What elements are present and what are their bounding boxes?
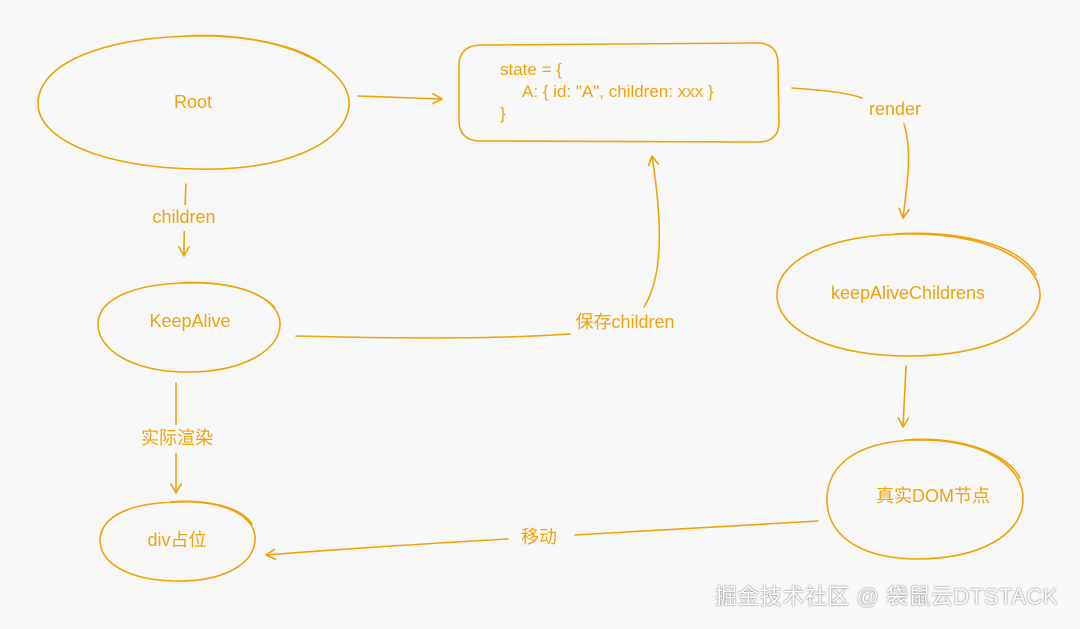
edge-keepalive-to-div: 实际渲染	[134, 382, 220, 494]
state-line-3: }	[500, 104, 506, 123]
keepalive-childrens-ellipse	[776, 232, 1041, 357]
node-real-dom: 真实DOM节点	[826, 438, 1024, 560]
state-line-1: state = {	[500, 60, 562, 79]
div-placeholder-label: div占位	[147, 530, 206, 550]
edge-keepalive-to-state: 保存children	[295, 155, 675, 339]
div-placeholder-ellipse	[99, 500, 256, 582]
state-line-2: A: { id: "A", children: xxx }	[522, 82, 714, 101]
edge-root-to-keepalive: children	[142, 183, 226, 257]
node-root: Root	[37, 34, 350, 170]
edge-render-label: render	[869, 99, 921, 119]
keepalive-ellipse	[97, 281, 281, 373]
root-label: Root	[174, 92, 212, 112]
root-ellipse	[37, 34, 350, 170]
node-div-placeholder: div占位	[99, 500, 256, 582]
edge-render-actual-label: 实际渲染	[141, 428, 213, 448]
edge-keepalive-childrens-to-real-dom	[897, 365, 910, 428]
edge-real-dom-to-div: 移动	[265, 520, 819, 561]
keepalive-label: KeepAlive	[149, 311, 230, 331]
watermark-text: 掘金技术社区 @ 袋鼠云DTSTACK	[714, 584, 1058, 609]
real-dom-label: 真实DOM节点	[876, 486, 990, 506]
edge-children-label: children	[152, 207, 215, 227]
edge-move-label: 移动	[521, 527, 557, 547]
node-keepalive-childrens: keepAliveChildrens	[776, 232, 1041, 357]
edge-state-to-keepalive-childrens: render	[791, 87, 921, 219]
real-dom-ellipse	[826, 438, 1024, 560]
edge-root-to-state	[357, 92, 443, 105]
node-state: state = { A: { id: "A", children: xxx } …	[458, 42, 780, 143]
node-keepalive: KeepAlive	[97, 281, 281, 373]
state-box	[458, 42, 780, 143]
keepalive-childrens-label: keepAliveChildrens	[831, 283, 985, 303]
edge-save-children-label: 保存children	[575, 312, 674, 332]
